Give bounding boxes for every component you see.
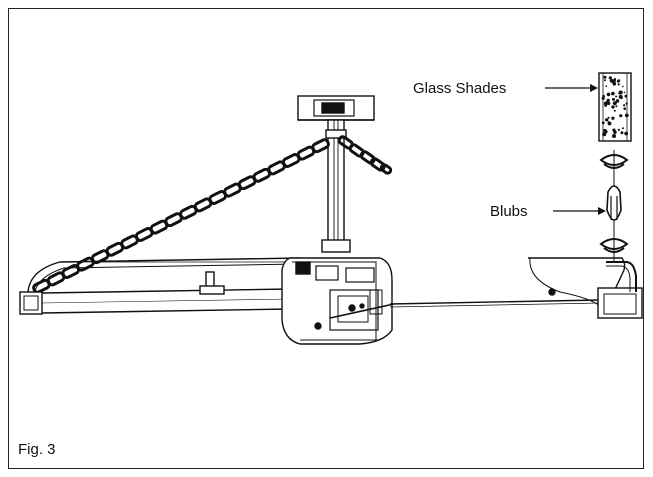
light-bracket bbox=[528, 257, 643, 319]
glass-shade bbox=[598, 72, 632, 142]
blade-left bbox=[19, 271, 291, 315]
blade-right-rod bbox=[389, 299, 601, 308]
chain-right bbox=[337, 135, 393, 175]
figure-caption: Fig. 3 bbox=[18, 441, 56, 458]
glass-shades-label: Glass Shades bbox=[413, 80, 507, 97]
callout-arrows bbox=[545, 84, 606, 215]
ceiling-canopy bbox=[297, 95, 375, 121]
blade-arm-upper bbox=[27, 257, 301, 295]
figure-frame bbox=[8, 8, 644, 469]
motor-housing bbox=[281, 257, 395, 345]
bulb-assembly bbox=[599, 150, 629, 262]
downrod bbox=[321, 119, 351, 253]
bulbs-label: Blubs bbox=[490, 203, 528, 220]
chain-left bbox=[32, 138, 330, 294]
